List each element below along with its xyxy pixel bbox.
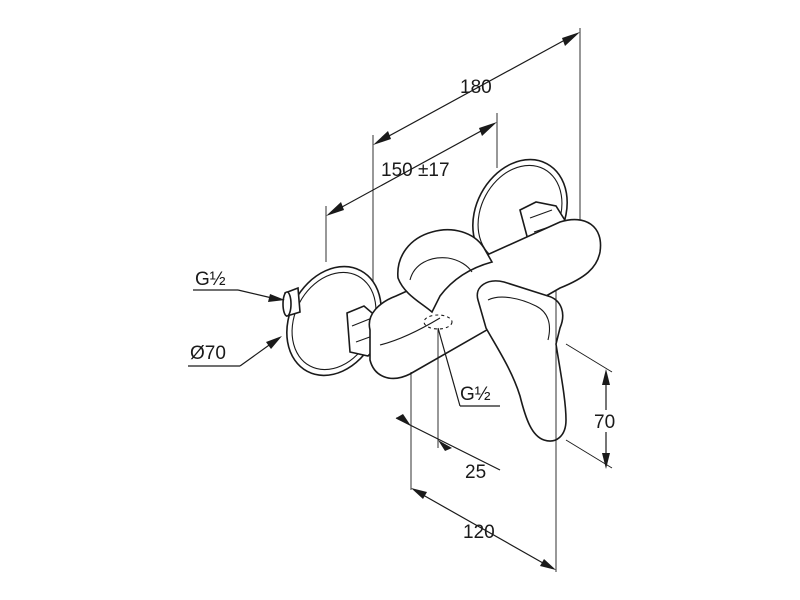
- dimension-line-25: [395, 417, 501, 471]
- dimension-25: 25: [395, 372, 501, 490]
- dimension-120: 120: [411, 290, 557, 572]
- arrowhead-150-right: [479, 122, 497, 136]
- left-inlet-end: [282, 291, 292, 317]
- dimension-line-180: [377, 34, 575, 143]
- dimension-label-120: 120: [463, 522, 495, 543]
- mixer-top-bridge: [397, 228, 494, 314]
- arrowhead-70-top: [602, 369, 610, 385]
- extension-line-70-top: [565, 343, 613, 373]
- dimension-150: 150 ±17: [325, 113, 498, 262]
- dimension-line-150: [330, 124, 493, 214]
- dimension-180: 180: [372, 28, 581, 318]
- outlet-underside: [423, 314, 453, 330]
- arrowhead-25-left: [396, 414, 411, 426]
- arrowhead-70-bottom: [602, 453, 610, 469]
- label-outlet-thread: G½: [460, 384, 491, 405]
- label-70-background: [592, 410, 624, 432]
- label-inlet-thread: G½: [195, 269, 226, 290]
- label-rosette-diameter: Ø70: [190, 343, 226, 364]
- dimension-label-180: 180: [460, 77, 492, 98]
- leader-outlet-diagonal: [437, 327, 461, 407]
- arrowhead-25-right: [438, 440, 452, 451]
- lever-handle-shape: [476, 280, 567, 442]
- mixer-bridge-inner-curve: [409, 257, 473, 281]
- dimension-70: 70: [565, 343, 624, 469]
- callout-inlet-thread: G½: [193, 269, 285, 302]
- body-contour: [379, 317, 441, 346]
- dimension-label-25: 25: [465, 462, 486, 483]
- arrowhead-120-left: [411, 488, 427, 499]
- arrowhead-inlet: [268, 294, 285, 302]
- arrowhead-180-right: [562, 32, 580, 46]
- extension-line-70-bottom: [565, 439, 613, 469]
- dimension-label-150: 150 ±17: [381, 160, 450, 181]
- callout-rosette-diameter: Ø70: [188, 336, 282, 367]
- leader-diameter-diagonal: [239, 342, 273, 367]
- leader-inlet-diagonal: [237, 289, 273, 299]
- callout-outlet-thread: G½: [437, 327, 500, 448]
- dimension-line-120: [415, 490, 551, 568]
- lever-handle: [476, 280, 567, 442]
- right-nut-edge-1: [529, 209, 553, 219]
- arrowhead-120-right: [540, 559, 556, 570]
- arrowhead-diameter: [266, 336, 282, 349]
- arrowhead-150-left: [326, 202, 344, 216]
- arrowhead-180-left: [373, 131, 391, 145]
- lever-handle-contour: [487, 296, 551, 341]
- left-nut-edge-1: [351, 317, 373, 327]
- dimension-label-70: 70: [594, 412, 615, 433]
